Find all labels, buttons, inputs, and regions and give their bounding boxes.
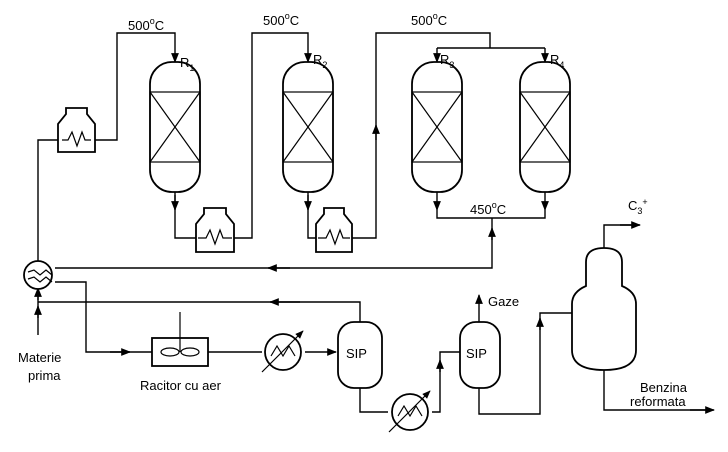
reactor-r3 [411,61,463,193]
separator-sip2 [459,321,501,389]
reactor-r1 [149,61,201,193]
reactor-outlet-header [436,210,546,219]
r2-to-furnace3-line [307,192,316,239]
separator-sip1 [337,321,383,389]
benzina-line2: reformata [630,394,686,409]
reactor-r2 [282,61,334,193]
c3-line [603,224,637,248]
reactor-label-r1: R1 [180,55,194,73]
feed-effluent-exchanger [23,260,53,290]
furnace-1 [57,107,96,153]
reactor-label-r2: R2 [313,52,327,70]
sip1-bottom-line [359,388,388,413]
hx-to-furnace1-line [37,139,58,262]
temp-label-r1: 500oC [128,16,164,33]
stabilization-column [571,247,637,371]
gaze-label: Gaze [488,294,519,309]
to-sip2-line [432,351,460,413]
water-cooler-2 [388,390,431,433]
piping [34,32,715,415]
reactor-label-r3: R3 [440,52,454,70]
furnace-3 [315,207,353,253]
reactor-label-r4: R4 [550,52,564,70]
benzina-line [603,370,712,411]
effluent-return-line [55,218,493,269]
recycle-gas-line [38,301,361,322]
temp-label-outlet: 450oC [470,200,506,217]
air-cooler [151,312,209,367]
water-cooler-1 [261,330,304,373]
temp-label-r3r4: 500oC [411,11,447,28]
reactor-r4 [519,61,571,193]
sip1-label: SIP [346,346,367,361]
furnace-2 [195,207,235,253]
furnace2-to-r2-line [234,32,312,239]
materie-prima-line2: prima [28,368,61,383]
furnace3-to-header-line [352,32,491,239]
r1-to-furnace2-line [174,192,196,239]
sip2-label: SIP [466,346,487,361]
materie-prima-line1: Materie [18,350,61,365]
labels: 500oC 500oC 500oC 450oC R1 R2 R3 R4 SIP … [18,11,688,409]
c3-label: C3+ [628,197,648,216]
hx-to-cooler-line [55,281,152,353]
sip2-to-column-line [478,312,572,415]
temp-label-r2: 500oC [263,11,299,28]
furnace1-to-r1-line [95,32,179,141]
racitor-label: Racitor cu aer [140,378,222,393]
benzina-line1: Benzina [640,380,688,395]
